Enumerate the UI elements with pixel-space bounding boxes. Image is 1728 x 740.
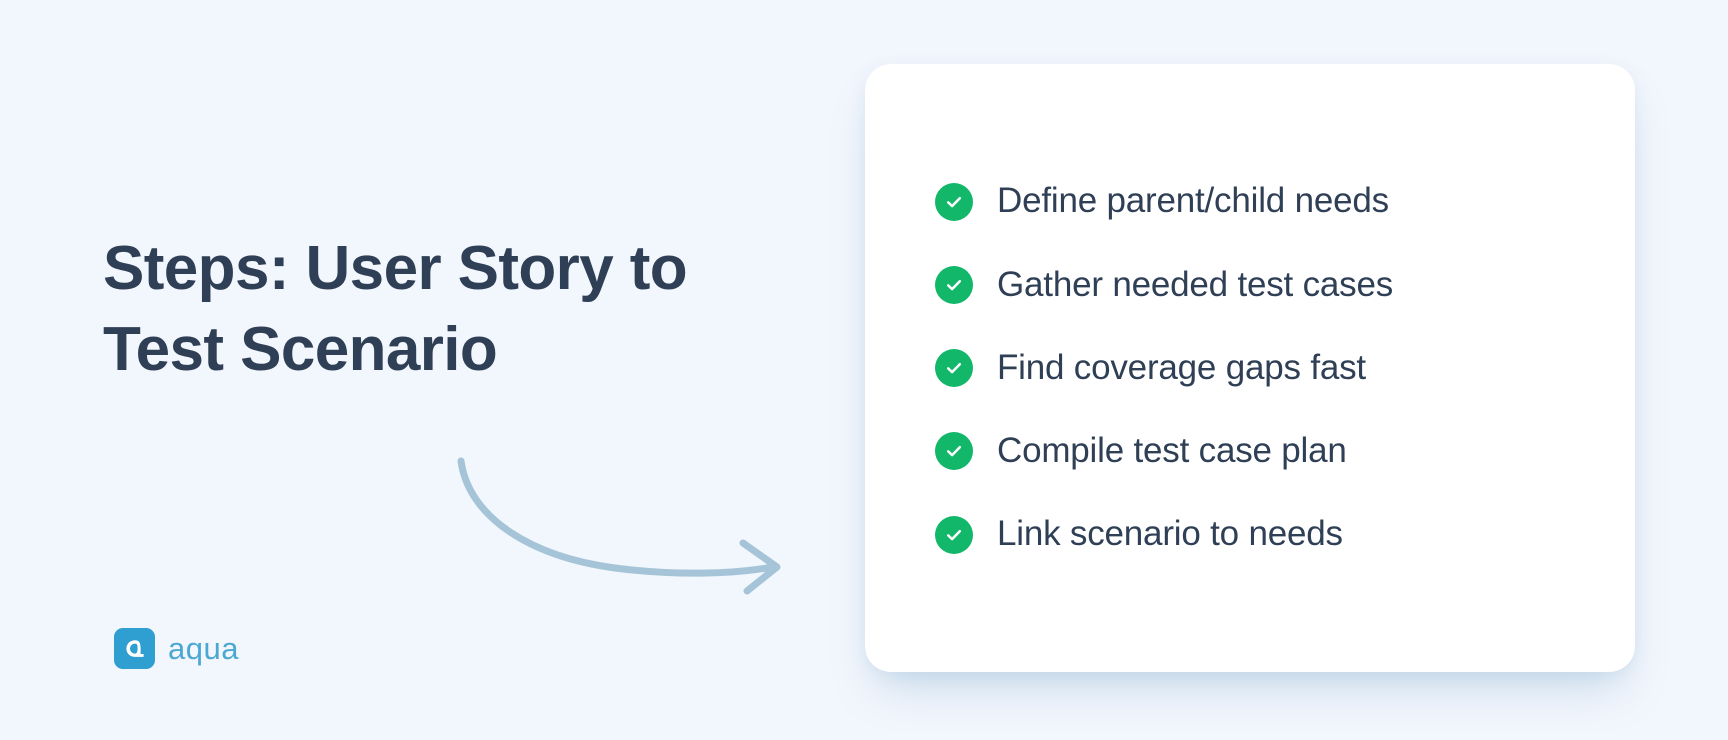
steps-card: Define parent/child needs Gather needed … bbox=[865, 64, 1635, 672]
list-item: Find coverage gaps fast bbox=[935, 348, 1635, 388]
list-item-label: Link scenario to needs bbox=[997, 514, 1343, 554]
list-item-label: Define parent/child needs bbox=[997, 181, 1389, 221]
aqua-logo-wordmark: aqua bbox=[168, 631, 239, 666]
aqua-logo[interactable]: aqua bbox=[114, 628, 239, 669]
check-circle-icon bbox=[935, 349, 973, 387]
list-item-label: Find coverage gaps fast bbox=[997, 347, 1366, 387]
list-item-label: Compile test case plan bbox=[997, 431, 1347, 471]
curved-arrow-icon bbox=[455, 455, 795, 595]
page-title: Steps: User Story to Test Scenario bbox=[103, 233, 688, 385]
list-item: Gather needed test cases bbox=[935, 265, 1635, 305]
check-circle-icon bbox=[935, 515, 973, 554]
list-item: Compile test case plan bbox=[935, 431, 1635, 471]
check-circle-icon bbox=[935, 432, 973, 471]
check-circle-icon bbox=[935, 182, 973, 221]
aqua-logo-mark-icon bbox=[114, 628, 155, 669]
list-item-label: Gather needed test cases bbox=[997, 264, 1394, 304]
steps-list: Define parent/child needs Gather needed … bbox=[935, 181, 1635, 554]
check-circle-icon bbox=[935, 265, 973, 304]
list-item: Link scenario to needs bbox=[935, 514, 1635, 554]
list-item: Define parent/child needs bbox=[935, 181, 1635, 221]
